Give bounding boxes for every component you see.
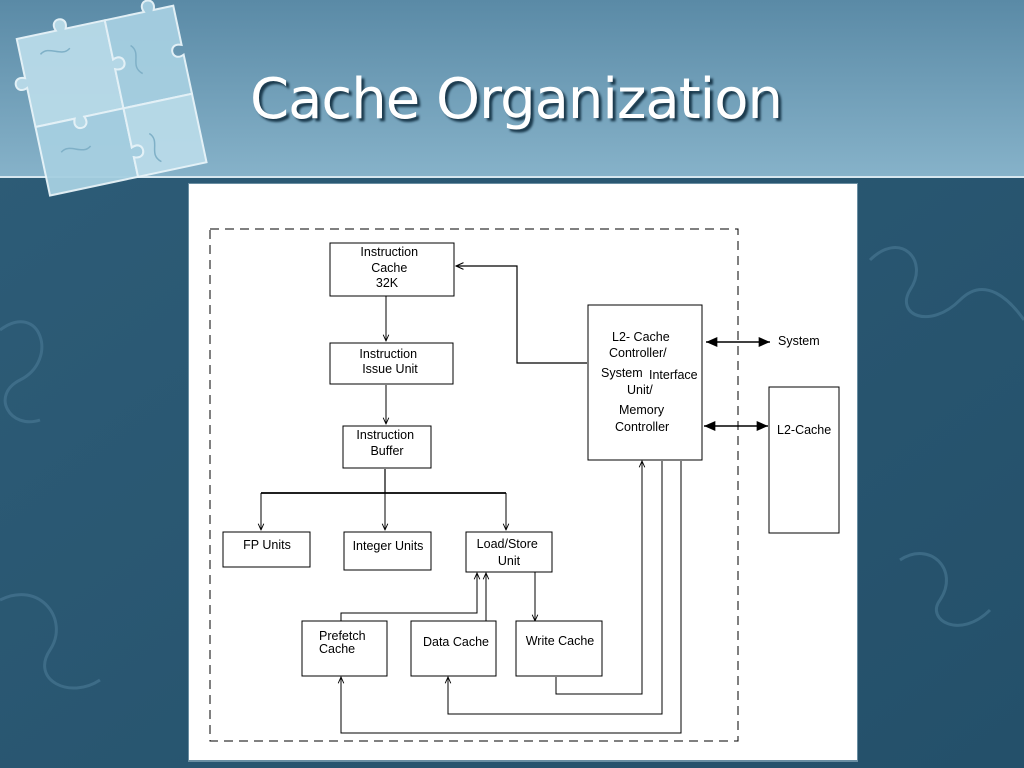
instruction-buffer-label: Instruction Buffer bbox=[356, 428, 417, 458]
connectors bbox=[261, 266, 770, 734]
integer-units-label: Integer Units bbox=[353, 539, 424, 553]
instruction-issue-unit-label: Instruction Issue Unit bbox=[359, 347, 420, 376]
system-label: System bbox=[778, 334, 820, 348]
data-cache-block bbox=[410, 620, 497, 677]
data-cache-label: Data Cache bbox=[423, 635, 489, 649]
puzzle-logo-icon bbox=[14, 0, 208, 197]
write-cache-block bbox=[515, 620, 603, 677]
slide-title: Cache Organization bbox=[250, 67, 783, 132]
load-store-unit-label: Load/Store Unit bbox=[477, 537, 542, 568]
write-cache-label: Write Cache bbox=[526, 634, 595, 648]
l2-controller-block bbox=[587, 304, 703, 461]
processor-boundary bbox=[209, 228, 739, 742]
instruction-buffer-block bbox=[342, 425, 432, 469]
instruction-cache-label: Instruction Cache 32K bbox=[360, 245, 421, 290]
instruction-issue-unit-block bbox=[329, 342, 454, 385]
l2-cache-label: L2-Cache bbox=[777, 423, 831, 437]
prefetch-cache-label: Prefetch Cache bbox=[319, 629, 369, 656]
puzzle-watermark bbox=[0, 246, 1024, 690]
fp-units-label: FP Units bbox=[243, 538, 291, 552]
fp-units-block bbox=[222, 531, 311, 568]
instruction-cache-block bbox=[329, 242, 455, 297]
l2-controller-label: L2- Cache Controller/ System Interface U… bbox=[601, 330, 701, 434]
prefetch-cache-block bbox=[301, 620, 388, 677]
l2-cache-block bbox=[768, 386, 840, 534]
load-store-unit-block bbox=[465, 531, 553, 573]
integer-units-block bbox=[343, 531, 432, 571]
cache-organization-diagram: Instruction Cache 32K Instruction Issue … bbox=[188, 183, 858, 762]
